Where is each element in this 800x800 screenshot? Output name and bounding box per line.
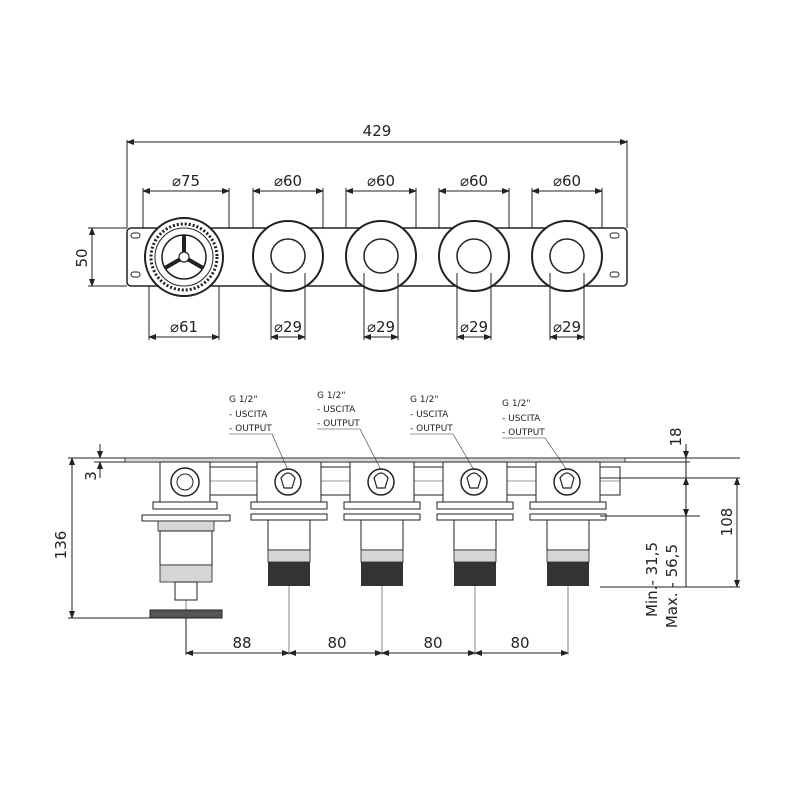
rosette-1 [252, 220, 324, 292]
spacing-label-3: 80 [423, 634, 442, 652]
diameter-label-5: ⌀60 [553, 172, 581, 190]
valve-body-4 [529, 461, 607, 655]
outlet-uscita-2: - USCITA [317, 405, 356, 415]
min-depth-label: Min.- 31,5 [643, 542, 661, 617]
offset-small-label: 3 [82, 471, 100, 481]
thermostatic-knob [144, 217, 224, 297]
outlet-callout-3: G 1/2" - USCITA - OUTPUT [410, 395, 475, 471]
depth-total-label: 136 [52, 531, 70, 560]
outlet-uscita-1: - USCITA [229, 410, 268, 420]
outlet-thread-2: G 1/2" [317, 391, 345, 401]
outlet-uscita-3: - USCITA [410, 410, 449, 420]
rosette-3 [438, 220, 510, 292]
inner-diameter-label-1: ⌀61 [170, 318, 198, 336]
diameter-label-2: ⌀60 [274, 172, 302, 190]
front-view: 3 136 [52, 391, 740, 656]
valve-body-3 [436, 461, 514, 655]
spacing-label-1: 88 [232, 634, 251, 652]
outlet-output-4: - OUTPUT [502, 428, 545, 438]
body-depth-label: 108 [718, 508, 736, 537]
max-depth-label: Max. - 56,5 [663, 544, 681, 628]
diameter-label-4: ⌀60 [460, 172, 488, 190]
top-offset-label: 18 [667, 427, 685, 446]
spacing-label-2: 80 [327, 634, 346, 652]
height-label: 50 [73, 248, 91, 267]
rosette-4 [531, 220, 603, 292]
outlet-callout-2: G 1/2" - USCITA - OUTPUT [317, 391, 382, 471]
rosette-2 [345, 220, 417, 292]
outlet-output-3: - OUTPUT [410, 424, 453, 434]
diameter-label-3: ⌀60 [367, 172, 395, 190]
overall-width-label: 429 [363, 122, 392, 140]
top-view: 429 50 [73, 122, 628, 340]
outlet-thread-1: G 1/2" [229, 395, 257, 405]
outlet-thread-4: G 1/2" [502, 399, 530, 409]
inner-diameter-label-4: ⌀29 [460, 318, 488, 336]
outlet-uscita-4: - USCITA [502, 414, 541, 424]
outlet-callout-1: G 1/2" - USCITA - OUTPUT [229, 395, 289, 471]
inner-diameter-label-3: ⌀29 [367, 318, 395, 336]
inner-diameter-label-2: ⌀29 [274, 318, 302, 336]
valve-body-2 [343, 461, 421, 655]
outlet-output-2: - OUTPUT [317, 419, 360, 429]
valve-body-1 [250, 461, 328, 655]
outlet-thread-3: G 1/2" [410, 395, 438, 405]
inner-diameter-label-5: ⌀29 [553, 318, 581, 336]
outlet-callout-4: G 1/2" - USCITA - OUTPUT [502, 399, 568, 471]
spacing-label-4: 80 [510, 634, 529, 652]
diameter-label-1: ⌀75 [172, 172, 200, 190]
outlet-output-1: - OUTPUT [229, 424, 272, 434]
thermostatic-cartridge [141, 461, 231, 619]
